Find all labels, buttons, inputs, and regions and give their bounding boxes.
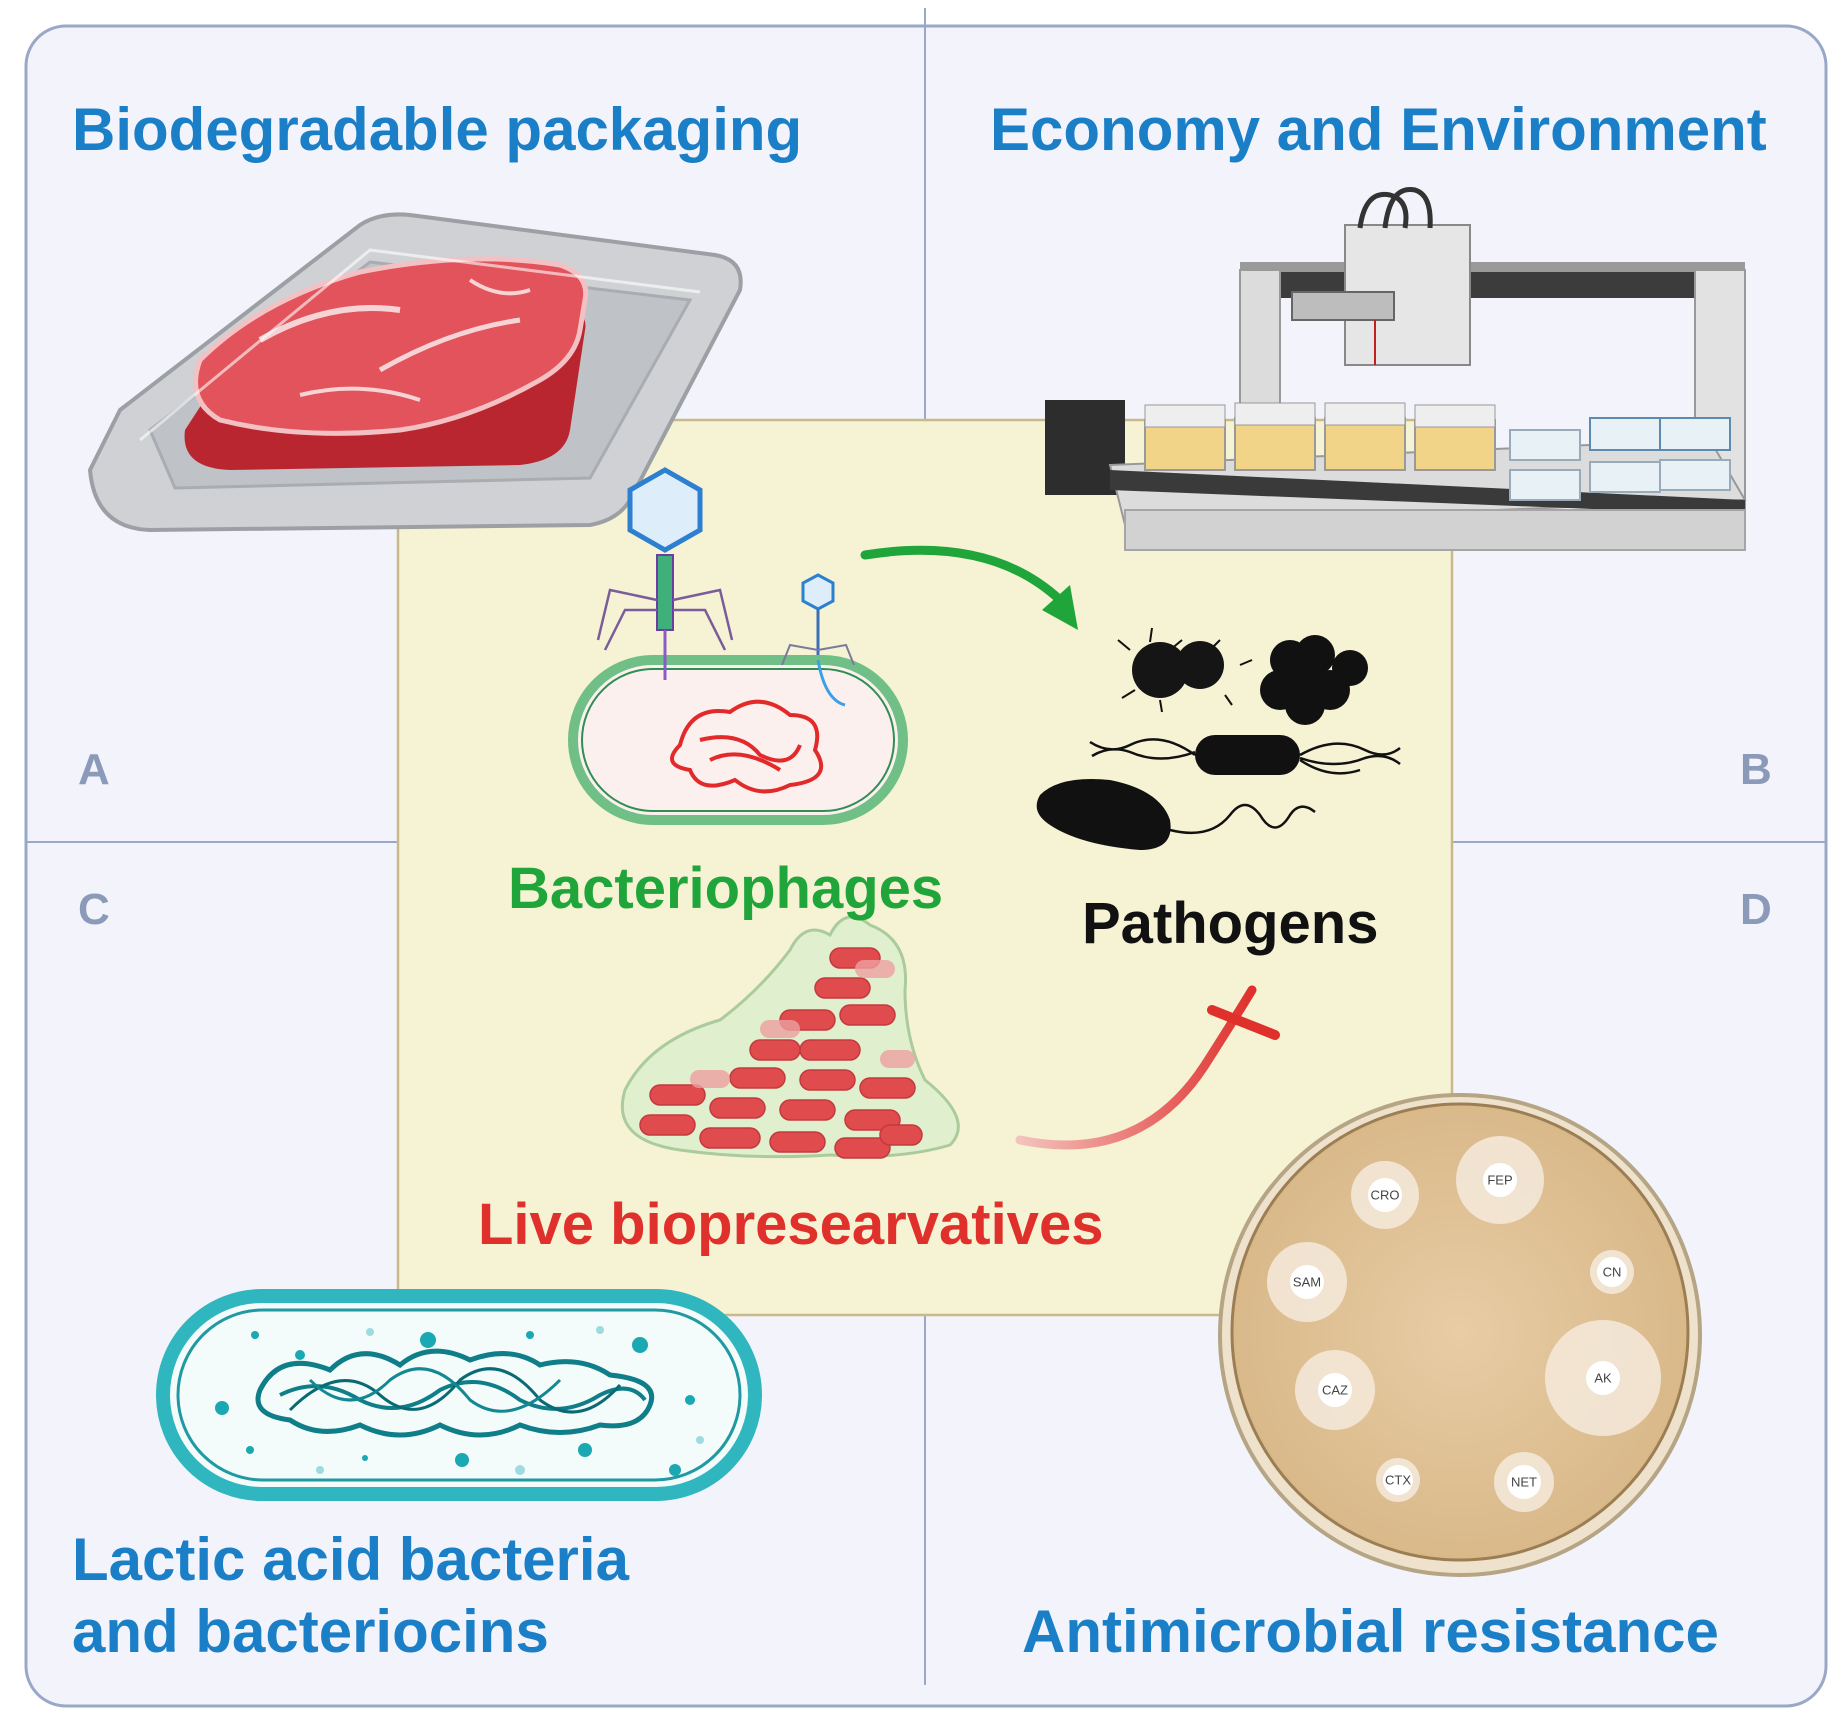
- letter-c: C: [78, 885, 110, 934]
- title-lactic-acid-bacteria-line2: and bacteriocins: [72, 1598, 549, 1665]
- disk-ak: [1586, 1361, 1620, 1395]
- disk-cro: [1368, 1178, 1402, 1212]
- title-antimicrobial-resistance: Antimicrobial resistance: [1022, 1598, 1719, 1665]
- phage-to-pathogen-arrow: [860, 545, 1065, 605]
- phage-bacterium-illustration: [568, 467, 908, 825]
- title-lactic-acid-bacteria-line1: Lactic acid bacteria: [72, 1526, 629, 1593]
- biopreservative-cluster: [620, 915, 960, 1159]
- disk-label-caz: CAZ: [1322, 1382, 1348, 1398]
- disk-fep: [1483, 1163, 1517, 1197]
- disk-caz: [1318, 1373, 1352, 1407]
- label-bacteriophages: Bacteriophages: [508, 856, 944, 921]
- disk-sam: [1290, 1265, 1324, 1299]
- lactic-acid-bacterium-illustration: [156, 1289, 762, 1501]
- pathogens-illustration: [1036, 627, 1401, 850]
- green-arrowhead: [1042, 585, 1078, 630]
- letter-b: B: [1740, 745, 1772, 794]
- disk-label-sam: SAM: [1292, 1274, 1322, 1290]
- disk-label-cn: CN: [1602, 1264, 1622, 1280]
- disk-label-ak: AK: [1594, 1370, 1612, 1386]
- disk-cn: [1597, 1257, 1627, 1287]
- petri-dish-illustration: [1218, 1093, 1702, 1577]
- disk-label-cro: CRO: [1370, 1187, 1400, 1203]
- disk-label-fep: FEP: [1487, 1172, 1513, 1188]
- lab-robot-illustration: [1045, 187, 1747, 551]
- title-biodegradable-packaging: Biodegradable packaging: [72, 96, 803, 163]
- disk-label-ctx: CTX: [1385, 1472, 1411, 1488]
- inhibition-bar: [1207, 1005, 1280, 1040]
- label-pathogens: Pathogens: [1082, 891, 1379, 956]
- disk-label-net: NET: [1511, 1474, 1537, 1490]
- letter-a: A: [78, 745, 110, 794]
- center-box: [396, 418, 1454, 1317]
- letter-d: D: [1740, 885, 1772, 934]
- disk-ctx: [1383, 1465, 1413, 1495]
- disk-net: [1507, 1465, 1541, 1499]
- meat-tray-illustration: [87, 212, 743, 533]
- title-economy-environment: Economy and Environment: [990, 96, 1767, 163]
- label-live-biopreservatives: Live biopresearvatives: [478, 1192, 1104, 1257]
